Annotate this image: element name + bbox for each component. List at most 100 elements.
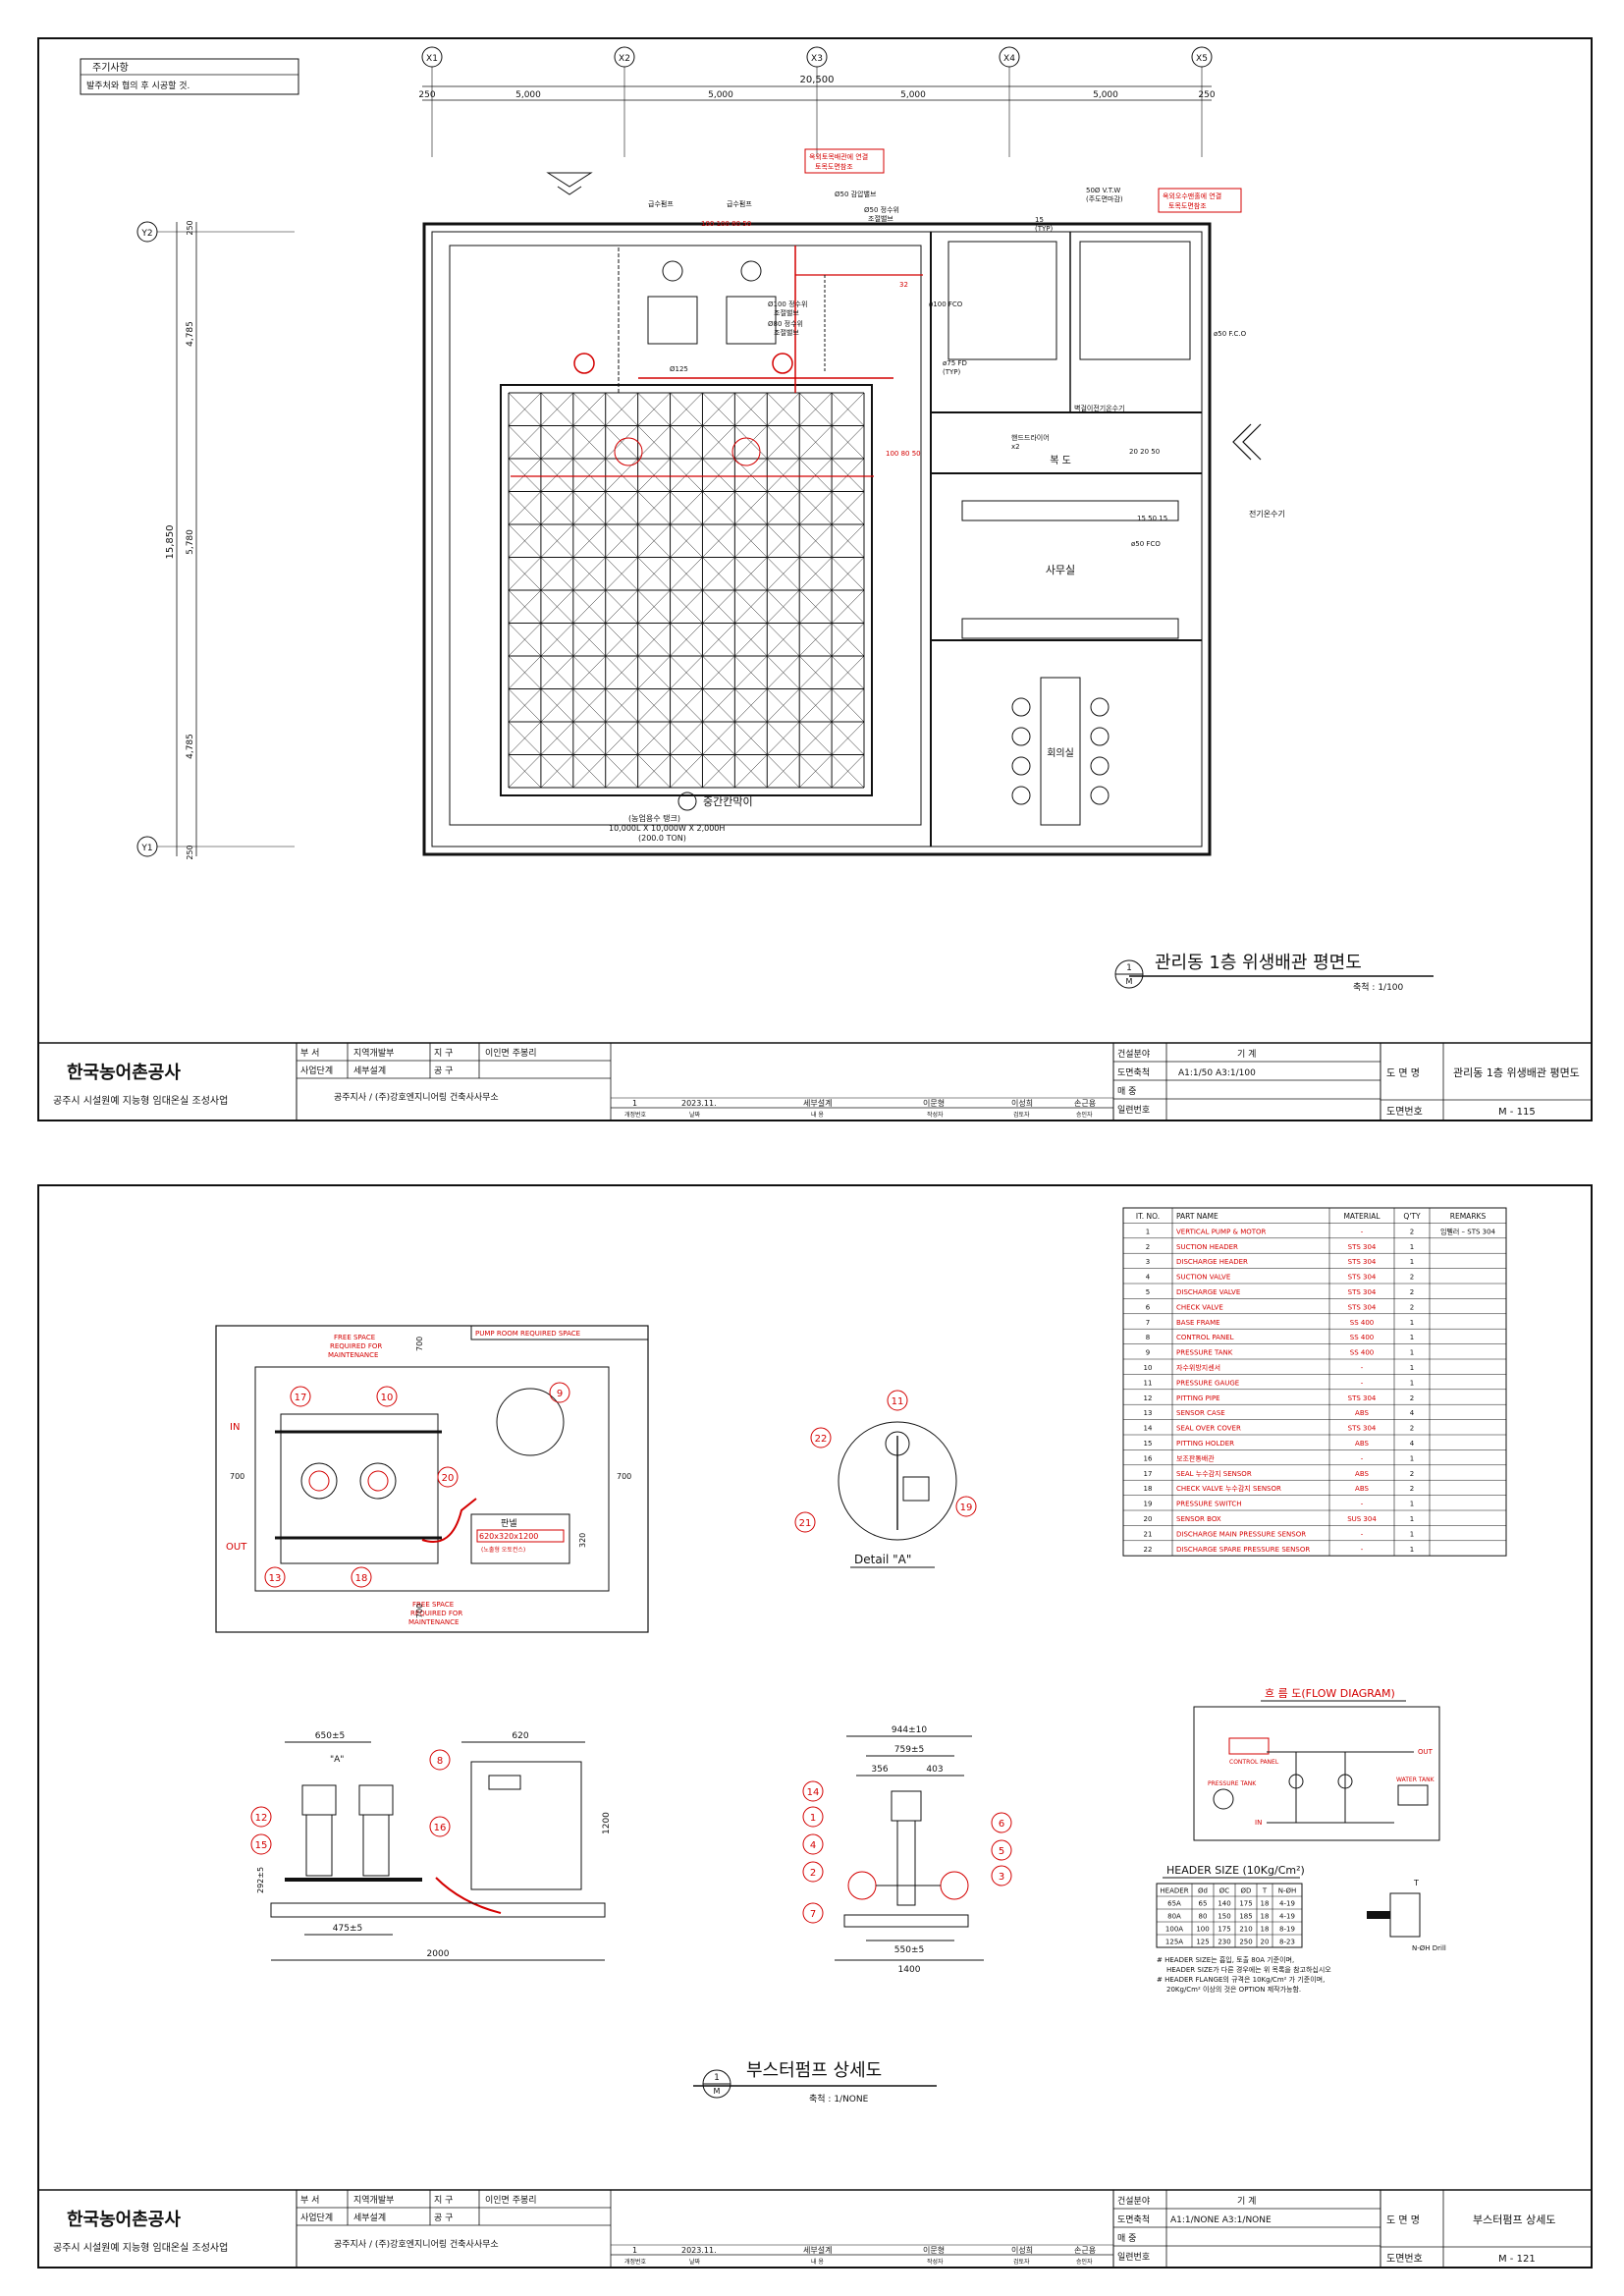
tank-grid-cross <box>605 523 638 558</box>
tb2-rev-date-label: 날짜 <box>689 2258 701 2266</box>
tb-area-label: 지 구 <box>434 1048 453 1059</box>
header-table-header: ØC <box>1219 1887 1230 1895</box>
tb2-serial-label: 일련번호 <box>1117 2252 1150 2263</box>
header-table-frame <box>1156 1883 1303 1948</box>
svg-text:3: 3 <box>999 1872 1004 1883</box>
tank-grid-cross <box>605 721 638 755</box>
header-detail-t: T <box>1413 1879 1419 1887</box>
tank-grid-cross <box>508 557 542 591</box>
tb-count-label: 매 중 <box>1117 1086 1136 1097</box>
drawing-scale: 축척 : 1/100 <box>1353 982 1404 993</box>
tb2-dept: 지역개발부 <box>353 2195 394 2206</box>
pipe-label-in2b: 토목도면참조 <box>1168 201 1207 210</box>
plan-d700-bottom: 700 <box>415 1604 424 1618</box>
tank-grid-cross <box>540 754 573 789</box>
plan-panel: 판넬 <box>501 1517 517 1529</box>
dim-x-seg-4: 5,000 <box>1093 90 1118 100</box>
note-title: 주기사항 <box>92 62 129 74</box>
room-corridor: 복 도 <box>1050 455 1071 466</box>
dim-x-seg-2: 5,000 <box>708 90 733 100</box>
tank-grid-cross <box>508 425 542 460</box>
tank-grid-cross <box>572 721 606 755</box>
parts-table-cell: VERTICAL PUMP & MOTOR <box>1176 1228 1267 1235</box>
tank-grid-cross <box>572 425 606 460</box>
tank-grid-cross <box>572 491 606 525</box>
parts-table-header: Q'TY <box>1403 1212 1421 1221</box>
dim-x-seg-0: 250 <box>418 90 435 100</box>
tb2-field-label: 건설분야 <box>1117 2196 1150 2207</box>
tank-grid-cross <box>637 721 671 755</box>
tank-grid-cross <box>831 491 865 525</box>
dim-y-seg-3: 4,785 <box>186 734 195 759</box>
office-furniture: 복 도 사무실 회의실 <box>961 455 1179 826</box>
parts-table-cell: - <box>1361 1364 1364 1372</box>
tank-grid-cross <box>767 688 800 723</box>
plan-panel-sub: (노출형 오토컨스) <box>481 1546 525 1554</box>
parts-table-cell: STS 304 <box>1348 1274 1377 1282</box>
tank-grid-cross <box>831 392 865 426</box>
tank-grid-cross <box>605 623 638 657</box>
header-note-3: # HEADER FLANGE의 규격은 10Kg/Cm² 가 기준이며, <box>1157 1975 1325 1984</box>
parts-table-cell: 5 <box>1146 1288 1150 1296</box>
dim-y-seg-4: 250 <box>186 845 194 859</box>
parts-table-cell: 1 <box>1410 1454 1414 1462</box>
tank-grid-cross <box>605 655 638 689</box>
flow-title: 흐 름 도(FLOW DIAGRAM) <box>1265 1687 1395 1700</box>
tank-grid-cross <box>767 557 800 591</box>
drawing-title-text: 관리동 1층 위생배관 평면도 <box>1155 953 1362 973</box>
svg-text:4: 4 <box>810 1840 816 1851</box>
elev-balloon-6: 6 <box>991 1812 1012 1833</box>
parts-table-cell: STS 304 <box>1348 1258 1377 1266</box>
tank-grid-cross <box>540 688 573 723</box>
svg-text:12: 12 <box>255 1813 268 1824</box>
svg-text:19: 19 <box>960 1503 973 1513</box>
title2-symbol-sub: M <box>714 2087 721 2096</box>
parts-table-cell: 7 <box>1146 1319 1150 1327</box>
parts-table-cell: 15 <box>1144 1440 1153 1448</box>
tank-grid-cross <box>799 491 833 525</box>
header-table-header: N-ØH <box>1278 1887 1297 1895</box>
parts-table-cell: PRESSURE SWITCH <box>1176 1501 1241 1508</box>
plan-in: IN <box>230 1422 240 1433</box>
tank-grid-cross <box>605 557 638 591</box>
pipe-label-l11: ø50 F.C.O <box>1214 330 1247 338</box>
header-table-cell: 8-23 <box>1279 1939 1295 1946</box>
plan-room-req: PUMP ROOM REQUIRED SPACE <box>475 1330 580 1338</box>
pipe-label-l5: Ø100 정수위 <box>768 300 807 308</box>
grid-x5: X5 <box>1196 54 1208 64</box>
title-symbol-num: 1 <box>1126 963 1132 973</box>
tank-grid-cross <box>572 688 606 723</box>
tank-grid-cross <box>670 688 703 723</box>
parts-table-cell: SUS 304 <box>1347 1515 1377 1523</box>
parts-table-cell: 2 <box>1410 1228 1414 1235</box>
booster-pump-canvas: PUMP ROOM REQUIRED SPACE FREE SPACE REQU… <box>39 1207 1591 2267</box>
header-table-cell: 175 <box>1239 1900 1252 1908</box>
tank-grid-cross <box>572 589 606 624</box>
parts-table-cell: PITTING HOLDER <box>1176 1440 1234 1448</box>
elev-left-w1: 650±5 <box>315 1731 345 1741</box>
tb2-scale-label: 도면축척 <box>1117 2214 1150 2225</box>
tank-grid-cross <box>670 458 703 492</box>
tank-grid-cross <box>670 589 703 624</box>
tank-grid-cross <box>670 392 703 426</box>
tank-grid-cross <box>508 491 542 525</box>
plan-out: OUT <box>226 1542 247 1553</box>
header-table-cell: 20 <box>1261 1939 1270 1946</box>
tank-grid-cross <box>799 655 833 689</box>
parts-table-cell: 1 <box>1146 1228 1150 1235</box>
parts-table-cell: STS 304 <box>1348 1243 1377 1251</box>
dim-y-seg-0: 250 <box>186 220 194 235</box>
tank-grid-cross <box>508 523 542 558</box>
header-table-header: Ød <box>1198 1887 1208 1895</box>
tank-grid-cross <box>831 589 865 624</box>
tank-grid-cross <box>702 655 735 689</box>
tank-grid-cross <box>670 425 703 460</box>
elev-right-w4: 550±5 <box>894 1945 924 1955</box>
pipe-label-l19: 100 100 80 50 <box>701 220 751 228</box>
tb-rev-no: 1 <box>632 1099 637 1108</box>
tb-author-label: 작성자 <box>927 1111 944 1119</box>
parts-table-cell: 13 <box>1144 1409 1153 1417</box>
parts-table-cell: 12 <box>1144 1394 1153 1402</box>
elev-balloon-16: 16 <box>429 1816 451 1837</box>
tank-grid-cross <box>734 392 768 426</box>
